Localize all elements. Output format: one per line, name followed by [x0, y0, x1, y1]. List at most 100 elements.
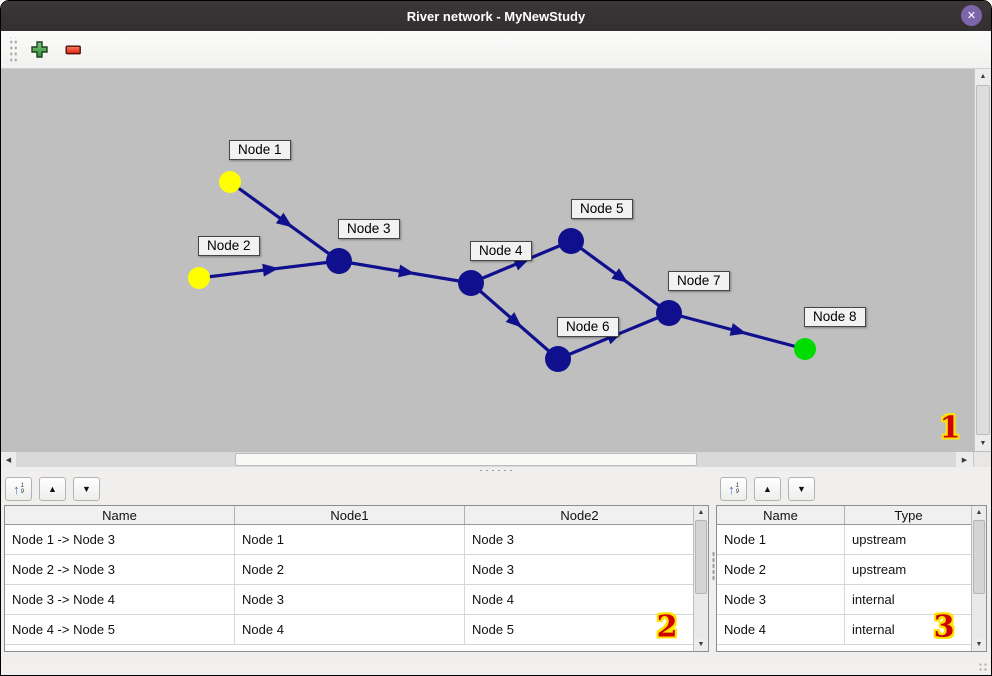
edge-arrow-icon — [512, 258, 531, 271]
table-cell[interactable]: upstream — [845, 525, 973, 554]
close-button[interactable]: ✕ — [961, 5, 982, 26]
horizontal-splitter[interactable] — [1, 467, 991, 473]
network-edge-node-2-node-3[interactable] — [198, 259, 340, 280]
title-bar[interactable]: River network - MyNewStudy ✕ — [1, 1, 991, 31]
network-node-node-2[interactable] — [188, 267, 210, 289]
table-cell[interactable]: Node 3 — [465, 555, 695, 584]
down-arrow-icon: ▼ — [82, 484, 91, 494]
node-label-node-1: Node 1 — [229, 140, 291, 160]
table-cell[interactable]: Node 4 — [717, 615, 845, 644]
network-edge-node-4-node-5[interactable] — [470, 239, 572, 285]
table-cell[interactable]: Node 1 — [717, 525, 845, 554]
table-cell[interactable]: Node 4 — [235, 615, 465, 644]
table-cell[interactable]: Node 1 -> Node 3 — [5, 525, 235, 554]
node-label-node-2: Node 2 — [198, 236, 260, 256]
table-cell[interactable]: upstream — [845, 555, 973, 584]
table-cell[interactable]: Node 4 — [465, 585, 695, 614]
node-label-node-7: Node 7 — [668, 271, 730, 291]
toolbar-drag-handle[interactable] — [8, 36, 17, 63]
table-cell[interactable]: Node 5 — [465, 615, 695, 644]
vertical-splitter[interactable] — [711, 473, 716, 659]
node-label-node-5: Node 5 — [571, 199, 633, 219]
add-link-button[interactable] — [26, 37, 52, 63]
network-edge-node-5-node-7[interactable] — [570, 239, 670, 315]
status-bar — [1, 659, 991, 675]
network-edge-node-4-node-6[interactable] — [469, 281, 560, 361]
edge-arrow-icon — [262, 263, 279, 277]
table-cell[interactable]: Node 3 -> Node 4 — [5, 585, 235, 614]
scroll-right-arrow-icon[interactable]: ▶ — [956, 452, 973, 467]
node-label-node-8: Node 8 — [804, 307, 866, 327]
network-node-node-4[interactable] — [458, 270, 484, 296]
table-cell[interactable]: Node 3 — [235, 585, 465, 614]
table-cell[interactable]: Node 2 — [235, 555, 465, 584]
column-header-type[interactable]: Type — [845, 506, 973, 524]
network-edge-node-3-node-4[interactable] — [338, 259, 472, 285]
table-cell[interactable]: Node 3 — [717, 585, 845, 614]
links-scroll-thumb[interactable] — [695, 520, 707, 594]
table-cell[interactable]: Node 4 -> Node 5 — [5, 615, 235, 644]
table-cell[interactable]: Node 3 — [465, 525, 695, 554]
edge-arrow-icon — [505, 312, 523, 328]
network-node-node-7[interactable] — [656, 300, 682, 326]
scroll-up-arrow-icon[interactable]: ▲ — [972, 506, 986, 519]
scroll-down-arrow-icon[interactable]: ▼ — [972, 638, 986, 651]
table-cell[interactable]: Node 2 — [717, 555, 845, 584]
edge-arrow-icon — [398, 264, 415, 278]
splitter-handle-icon — [712, 551, 715, 581]
network-node-node-5[interactable] — [558, 228, 584, 254]
column-header-name[interactable]: Name — [5, 506, 235, 524]
nodes-table-scrollbar[interactable]: ▲ ▼ — [971, 506, 986, 651]
move-up-button[interactable]: ▲ — [754, 477, 781, 501]
remove-link-button[interactable] — [60, 37, 86, 63]
scroll-down-arrow-icon[interactable]: ▼ — [694, 638, 708, 651]
network-node-node-6[interactable] — [545, 346, 571, 372]
network-node-node-3[interactable] — [326, 248, 352, 274]
column-header-name[interactable]: Name — [717, 506, 845, 524]
resize-grip[interactable] — [978, 662, 988, 672]
table-cell[interactable]: Node 1 — [235, 525, 465, 554]
column-header-node1[interactable]: Node1 — [235, 506, 465, 524]
network-edge-node-1-node-3[interactable] — [229, 180, 340, 263]
scroll-left-arrow-icon[interactable]: ◀ — [1, 452, 16, 467]
canvas-vertical-scrollbar[interactable]: ▲ ▼ — [974, 69, 991, 451]
nodes-scroll-thumb[interactable] — [973, 520, 985, 594]
move-down-button[interactable]: ▼ — [788, 477, 815, 501]
canvas-hscroll-thumb[interactable] — [235, 453, 697, 466]
scroll-down-arrow-icon[interactable]: ▼ — [975, 436, 991, 451]
table-cell[interactable]: internal — [845, 615, 973, 644]
node-label-node-3: Node 3 — [338, 219, 400, 239]
scroll-up-arrow-icon[interactable]: ▲ — [694, 506, 708, 519]
edge-arrow-icon — [275, 212, 293, 228]
scroll-up-arrow-icon[interactable]: ▲ — [975, 69, 991, 84]
move-down-button[interactable]: ▼ — [73, 477, 100, 501]
network-node-node-1[interactable] — [219, 171, 241, 193]
main-toolbar — [1, 31, 991, 69]
table-cell[interactable]: Node 2 -> Node 3 — [5, 555, 235, 584]
links-table-scrollbar[interactable]: ▲ ▼ — [693, 506, 708, 651]
move-up-button[interactable]: ▲ — [39, 477, 66, 501]
network-node-node-8[interactable] — [794, 338, 816, 360]
column-header-node2[interactable]: Node2 — [465, 506, 695, 524]
table-cell[interactable]: internal — [845, 585, 973, 614]
network-edge-node-7-node-8[interactable] — [668, 311, 806, 351]
canvas-horizontal-scrollbar[interactable]: ◀ ▶ — [1, 451, 991, 467]
canvas-vscroll-thumb[interactable] — [976, 85, 990, 435]
